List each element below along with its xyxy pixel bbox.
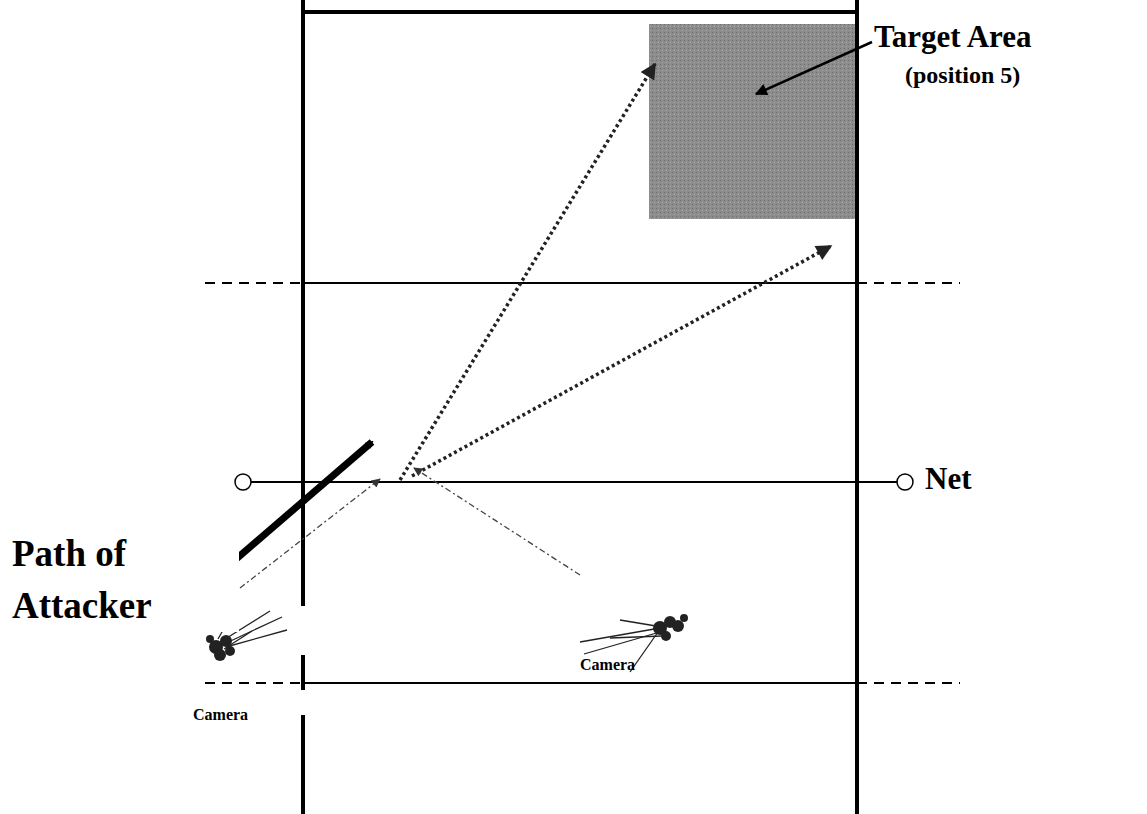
camera-label: Camera bbox=[193, 706, 248, 724]
camera-label: Camera bbox=[580, 656, 635, 674]
attacker-path-arrow bbox=[228, 442, 372, 566]
court-lines bbox=[301, 0, 859, 814]
leader-line bbox=[756, 42, 872, 94]
net-label: Net bbox=[925, 462, 971, 496]
attack-lines bbox=[205, 283, 960, 683]
attack-trajectories bbox=[400, 64, 831, 480]
target-area bbox=[649, 24, 857, 219]
camera-sightlines bbox=[240, 468, 580, 588]
target-area-label: Target Area bbox=[874, 20, 1032, 54]
position-label: (position 5) bbox=[905, 62, 1020, 88]
attacker-label: Path of Attacker bbox=[10, 528, 239, 632]
